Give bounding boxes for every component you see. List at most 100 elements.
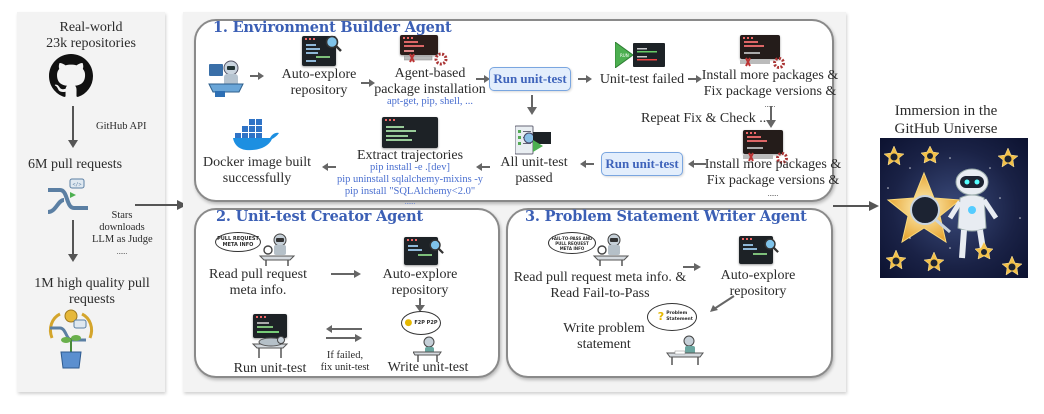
install-more-bottom-line2: Fix package versions & — [706, 173, 840, 188]
if-failed-line2: fix unit-test — [320, 362, 370, 373]
auto-explore-label: Auto-explore repository — [275, 67, 363, 99]
all-passed-line1: All unit-test — [500, 155, 568, 170]
gear-wrench-icon — [404, 52, 448, 66]
extract-cmd-ellipsis: ...... — [404, 198, 416, 206]
extract-cmd-2: pip uninstall sqlalchemy-mixins -y — [336, 174, 484, 185]
arrow-right-5 — [688, 75, 702, 83]
filter-stars: Stars — [111, 210, 133, 221]
arrow-right-utc-fix — [326, 334, 362, 342]
arrow-left-1 — [688, 160, 706, 168]
utc-auto-explore-line1: Auto-explore — [382, 267, 458, 282]
arrow-to-pipeline — [135, 200, 187, 210]
problem-writer-title: 3. Problem Statement Writer Agent — [525, 208, 807, 225]
robot-writing-psw-icon — [666, 335, 704, 365]
if-failed-label: If failed, fix unit-test — [315, 350, 375, 374]
robot-reading-psw-icon — [592, 233, 630, 266]
install-more-top-line1: Install more packages & — [701, 68, 839, 83]
psw-magnifier-icon — [764, 238, 779, 253]
arrow-left-3 — [476, 163, 490, 171]
unit-test-failed-label: Unit-test failed — [599, 72, 685, 87]
pr-meta-cloud: PULL REQUEST META INFO — [215, 232, 261, 252]
source-title-line2: 23k repositories — [46, 36, 136, 51]
psw-auto-explore-label: Auto-explore repository — [718, 268, 798, 300]
filter-downloads: downloads — [99, 222, 145, 233]
install-more-top-line2: Fix package versions & — [703, 84, 837, 99]
install-more-bottom-ellipsis: ...... — [767, 190, 779, 198]
high-quality-prs-label: 1M high quality pull requests — [17, 276, 167, 308]
install-more-top-ellipsis: ...... — [764, 101, 776, 109]
agent-install-label: Agent-based package installation — [370, 66, 490, 98]
install-more-bottom-icon — [743, 130, 783, 154]
psw-auto-explore-line2: repository — [729, 284, 787, 299]
docker-built-label: Docker image built successfully — [203, 155, 311, 187]
arrow-right-3 — [476, 75, 490, 83]
auto-explore-line1: Auto-explore — [281, 67, 357, 82]
github-logo-icon — [49, 54, 93, 97]
extract-cmd-1: pip install -e .[dev] — [370, 162, 450, 173]
pull-request-icon: </> — [47, 178, 88, 214]
robot-reading-icon — [258, 233, 296, 266]
agent-install-line1: Agent-based — [394, 66, 466, 81]
read-pr-label: Read pull request meta info. — [203, 267, 313, 299]
psw-read-line2: Read Fail-to-Pass — [550, 286, 650, 301]
arrow-diag-psw — [710, 295, 735, 312]
psw-read-label: Read pull request meta info. & Read Fail… — [510, 270, 690, 302]
install-more-top-gear-icon — [740, 57, 785, 69]
run-unit-test-bottom-button[interactable]: Run unit-test — [601, 152, 683, 176]
write-problem-line1: Write problem — [563, 321, 645, 336]
docker-built-line2: successfully — [222, 171, 292, 186]
lightbulb-icon: ● — [404, 318, 413, 328]
agent-install-line2: package installation — [374, 82, 486, 97]
psw-auto-explore-line1: Auto-explore — [720, 268, 796, 283]
install-more-top-icon — [740, 35, 780, 59]
high-quality-award-icon — [48, 309, 94, 369]
install-more-bottom-label: Install more packages & Fix package vers… — [703, 157, 843, 199]
test-run-icon: RUN — [615, 42, 665, 68]
all-passed-line2: passed — [515, 171, 553, 186]
question-bulb-icon: ? — [657, 310, 665, 323]
arrow-to-output — [833, 201, 879, 211]
run-unit-test-label: Run unit-test — [233, 361, 307, 376]
arrow-right-utc — [331, 270, 361, 278]
install-more-bottom-line1: Install more packages & — [704, 157, 842, 172]
arrow-left-2 — [580, 160, 594, 168]
package-install-icon — [400, 35, 438, 55]
output-title-line2: GitHub Universe — [894, 121, 998, 137]
robot-writing-icon — [413, 336, 442, 362]
utc-magnifier-icon — [429, 239, 444, 254]
install-more-top-label: Install more packages & Fix package vers… — [700, 68, 840, 110]
high-quality-line1: 1M high quality pull — [34, 276, 150, 291]
unit-test-creator-title: 2. Unit-test Creator Agent — [216, 208, 423, 225]
github-api-label: GitHub API — [96, 121, 147, 132]
trajectory-terminal-icon — [382, 117, 438, 148]
environment-builder-box — [194, 19, 834, 202]
write-unit-test-label: Write unit-test — [387, 360, 469, 375]
read-pr-line2: meta info. — [229, 283, 287, 298]
install-tools-label: apt-get, pip, shell, ... — [386, 96, 474, 107]
repeat-fix-check-label: Repeat Fix & Check .... — [641, 111, 774, 126]
svg-text:RUN: RUN — [620, 53, 629, 58]
problem-statement-cloud: ? Problem Statement — [647, 303, 697, 331]
docker-built-line1: Docker image built — [203, 155, 312, 170]
f2p-p2p-cloud: ● F2P P2P — [401, 311, 441, 335]
arrow-left-utc — [326, 325, 362, 333]
f2p-pr-meta-cloud: FAIL-TO-PASS AND PULL REQUEST META INFO — [548, 232, 596, 254]
arrow-down-github-api — [68, 106, 78, 148]
psw-read-line1: Read pull request meta info. & — [513, 270, 687, 285]
filter-ellipsis: ...... — [116, 248, 128, 256]
run-test-terminal-icon — [253, 314, 287, 338]
arrow-left-4 — [322, 163, 336, 171]
magnifier-icon — [325, 35, 342, 52]
run-unit-test-top-button[interactable]: Run unit-test — [489, 67, 571, 91]
svg-text:</>: </> — [72, 182, 81, 188]
f2p-p2p-text: F2P P2P — [414, 320, 438, 326]
utc-auto-explore-label: Auto-explore repository — [380, 267, 460, 299]
robot-sleeping-icon — [251, 336, 289, 358]
arrow-right-2 — [361, 79, 375, 87]
source-title-line1: Real-world — [59, 20, 123, 35]
pull-requests-label: 6M pull requests — [28, 157, 123, 172]
filter-criteria: Stars downloads LLM as Judge ...... — [92, 210, 153, 258]
arrow-down-run — [527, 95, 537, 115]
source-title: Real-world 23k repositories — [17, 20, 165, 52]
extract-cmd-3: pip install "SQLAlchemy<2.0" — [344, 186, 476, 197]
